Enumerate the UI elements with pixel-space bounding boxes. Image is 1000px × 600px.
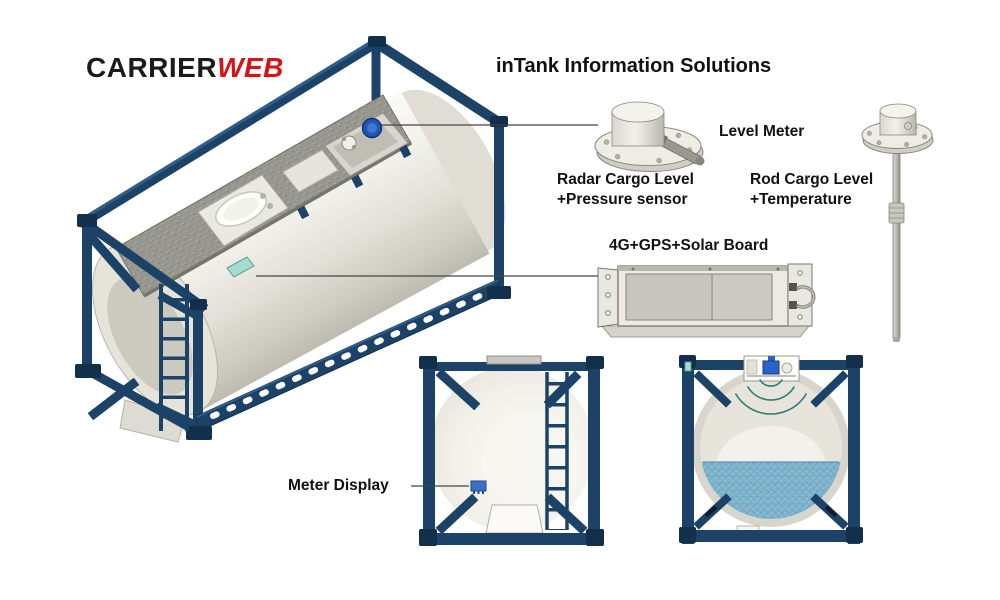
rod-level-meter-device — [861, 103, 934, 342]
label-rod-cargo-level: Rod Cargo Level +Temperature — [750, 170, 873, 210]
front-view-illustration — [419, 355, 604, 546]
label-radar-line1: Radar Cargo Level — [557, 171, 694, 188]
lifting-plate — [486, 355, 542, 365]
ladder — [159, 284, 189, 431]
leader-lines — [256, 124, 598, 487]
meter-display-device — [470, 480, 487, 494]
telemetry-unit-installed — [226, 256, 255, 278]
logo-carrier: CARRIER — [86, 52, 218, 83]
radar-waves — [734, 379, 808, 415]
corner-castings — [75, 36, 511, 440]
cutaway-telemetry-unit — [684, 361, 692, 372]
label-level-meter: Level Meter — [719, 123, 805, 140]
page-title: inTank Information Solutions — [496, 55, 772, 77]
tank-frame-rear — [77, 36, 507, 229]
cutaway-corner-castings — [679, 355, 863, 543]
logo-web: WEB — [217, 52, 284, 83]
main-tank-illustration — [75, 36, 511, 443]
manhole — [197, 174, 289, 247]
brand-logo: CARRIERWEB — [86, 52, 284, 84]
label-rod-line2: +Temperature — [750, 191, 852, 208]
front-corner-castings — [419, 356, 604, 546]
perforated-rail — [196, 278, 500, 433]
cutaway-view-illustration — [679, 355, 863, 544]
solar-board-device — [597, 263, 816, 338]
tank-frame-front — [77, 119, 504, 439]
radar-level-meter-device — [594, 101, 705, 172]
label-solar-board: 4G+GPS+Solar Board — [609, 237, 769, 254]
frame-highlight — [83, 37, 377, 220]
cutaway-radar-sensor — [762, 360, 780, 375]
label-meter-display: Meter Display — [288, 477, 389, 494]
spill-box — [324, 112, 409, 177]
tank-body — [91, 89, 506, 443]
cutaway-sensor-housing — [743, 355, 800, 382]
front-frame — [423, 358, 600, 546]
top-panel — [282, 149, 339, 193]
walkway-brackets — [297, 144, 412, 220]
label-radar-cargo-level: Radar Cargo Level +Pressure sensor — [557, 170, 694, 210]
discharge-chute — [485, 504, 544, 534]
front-ladder — [545, 372, 569, 530]
label-radar-line2: +Pressure sensor — [557, 191, 688, 208]
label-rod-line1: Rod Cargo Level — [750, 171, 874, 188]
